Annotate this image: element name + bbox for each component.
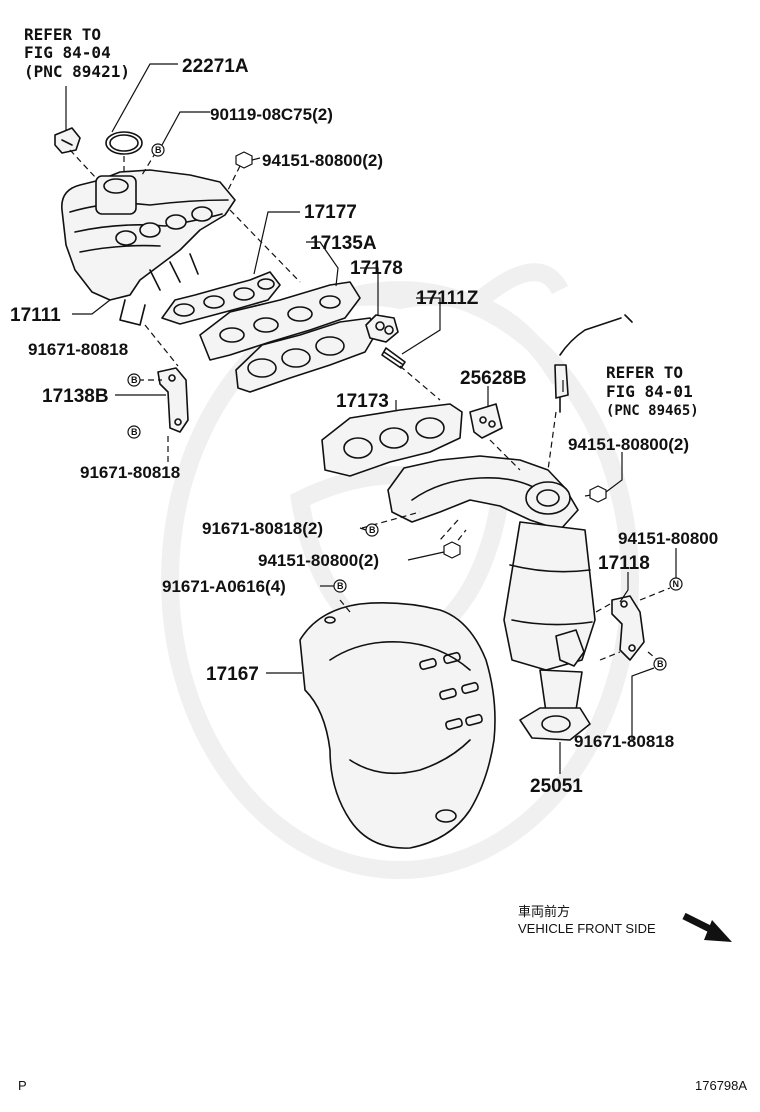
- label-91671-d[interactable]: 91671-80818: [574, 732, 674, 751]
- label-94151-mid[interactable]: 94151-80800(2): [258, 551, 379, 570]
- bolt-marker[interactable]: B: [333, 579, 347, 593]
- svg-text:(PNC 89421): (PNC 89421): [24, 62, 130, 81]
- svg-text:B: B: [131, 427, 138, 437]
- label-17138B[interactable]: 17138B: [42, 386, 109, 407]
- part-17118-bracket[interactable]: [611, 595, 645, 661]
- svg-text:B: B: [131, 375, 138, 385]
- label-94151-right[interactable]: 94151-80800(2): [568, 435, 689, 454]
- label-17118[interactable]: 17118: [598, 553, 650, 574]
- label-91671-a[interactable]: 91671-80818: [28, 340, 128, 359]
- nut-marker[interactable]: [443, 541, 461, 559]
- part-17138B-bracket[interactable]: [157, 367, 189, 433]
- part-17111-manifold[interactable]: [61, 169, 236, 326]
- bolt-marker[interactable]: B: [365, 523, 379, 537]
- arrow-right-down-icon: [682, 912, 732, 942]
- oxygen-sensor[interactable]: [554, 314, 633, 413]
- label-17173[interactable]: 17173: [336, 391, 389, 412]
- part-25628B-bracket[interactable]: [469, 403, 503, 439]
- svg-text:B: B: [657, 659, 664, 669]
- sensor-connector[interactable]: [54, 127, 81, 154]
- label-17135A[interactable]: 17135A: [310, 233, 377, 254]
- label-91671-c[interactable]: 91671-80818(2): [202, 519, 323, 538]
- part-25051-exhaust-manifold[interactable]: [387, 455, 596, 741]
- label-22271A[interactable]: 22271A: [182, 56, 249, 77]
- svg-text:REFER TO: REFER TO: [606, 363, 683, 382]
- footer-right: 176798A: [695, 1078, 747, 1093]
- part-17173-flat-gasket[interactable]: [321, 403, 463, 477]
- svg-text:N: N: [673, 579, 680, 589]
- part-17178-gasket[interactable]: [365, 314, 399, 343]
- direction-en: VEHICLE FRONT SIDE: [518, 921, 656, 936]
- vehicle-front-indicator: 車両前方 VEHICLE FRONT SIDE: [518, 904, 732, 942]
- nut-marker[interactable]: [235, 151, 253, 169]
- bolt-marker[interactable]: B: [127, 425, 141, 439]
- nut-marker[interactable]: [589, 485, 607, 503]
- bolt-marker[interactable]: B: [151, 143, 165, 157]
- nut-marker-n[interactable]: N: [669, 577, 683, 591]
- label-90119[interactable]: 90119-08C75(2): [210, 105, 333, 124]
- label-17167[interactable]: 17167: [206, 664, 259, 685]
- label-91671-b[interactable]: 91671-80818: [80, 463, 180, 482]
- svg-text:B: B: [369, 525, 376, 535]
- label-25051[interactable]: 25051: [530, 776, 583, 797]
- bolt-marker[interactable]: B: [653, 657, 667, 671]
- fastener-markers: B B B B B N B: [127, 143, 683, 671]
- label-17111Z[interactable]: 17111Z: [416, 288, 479, 309]
- part-22271A-ring[interactable]: [105, 131, 143, 155]
- label-17177[interactable]: 17177: [304, 202, 357, 223]
- leader-lines: [65, 63, 677, 774]
- bolt-marker[interactable]: B: [127, 373, 141, 387]
- svg-text:B: B: [155, 145, 162, 155]
- svg-text:B: B: [337, 581, 344, 591]
- part-17173-gasket[interactable]: [235, 317, 379, 393]
- label-94151-single[interactable]: 94151-80800: [618, 529, 718, 548]
- direction-jp: 車両前方: [518, 904, 570, 919]
- refer-right-label[interactable]: REFER TO FIG 84-01 (PNC 89465): [606, 363, 699, 419]
- part-17135A-plate[interactable]: [199, 281, 361, 361]
- label-94151-top[interactable]: 94151-80800(2): [262, 151, 383, 170]
- label-91671A[interactable]: 91671-A0616(4): [162, 577, 286, 596]
- label-17178[interactable]: 17178: [350, 258, 403, 279]
- label-25628B[interactable]: 25628B: [460, 368, 527, 389]
- svg-text:REFER TO: REFER TO: [24, 25, 101, 44]
- refer-top-label[interactable]: REFER TO FIG 84-04 (PNC 89421): [24, 25, 130, 81]
- svg-text:FIG 84-04: FIG 84-04: [24, 43, 111, 62]
- svg-text:FIG 84-01: FIG 84-01: [606, 382, 693, 401]
- part-17167-heat-insulator[interactable]: [299, 602, 496, 849]
- part-17111Z-stud[interactable]: [381, 347, 406, 369]
- footer-left: P: [18, 1078, 27, 1093]
- label-17111[interactable]: 17111: [10, 305, 61, 326]
- svg-text:(PNC 89465): (PNC 89465): [606, 403, 699, 419]
- part-17177-gasket[interactable]: [161, 271, 281, 325]
